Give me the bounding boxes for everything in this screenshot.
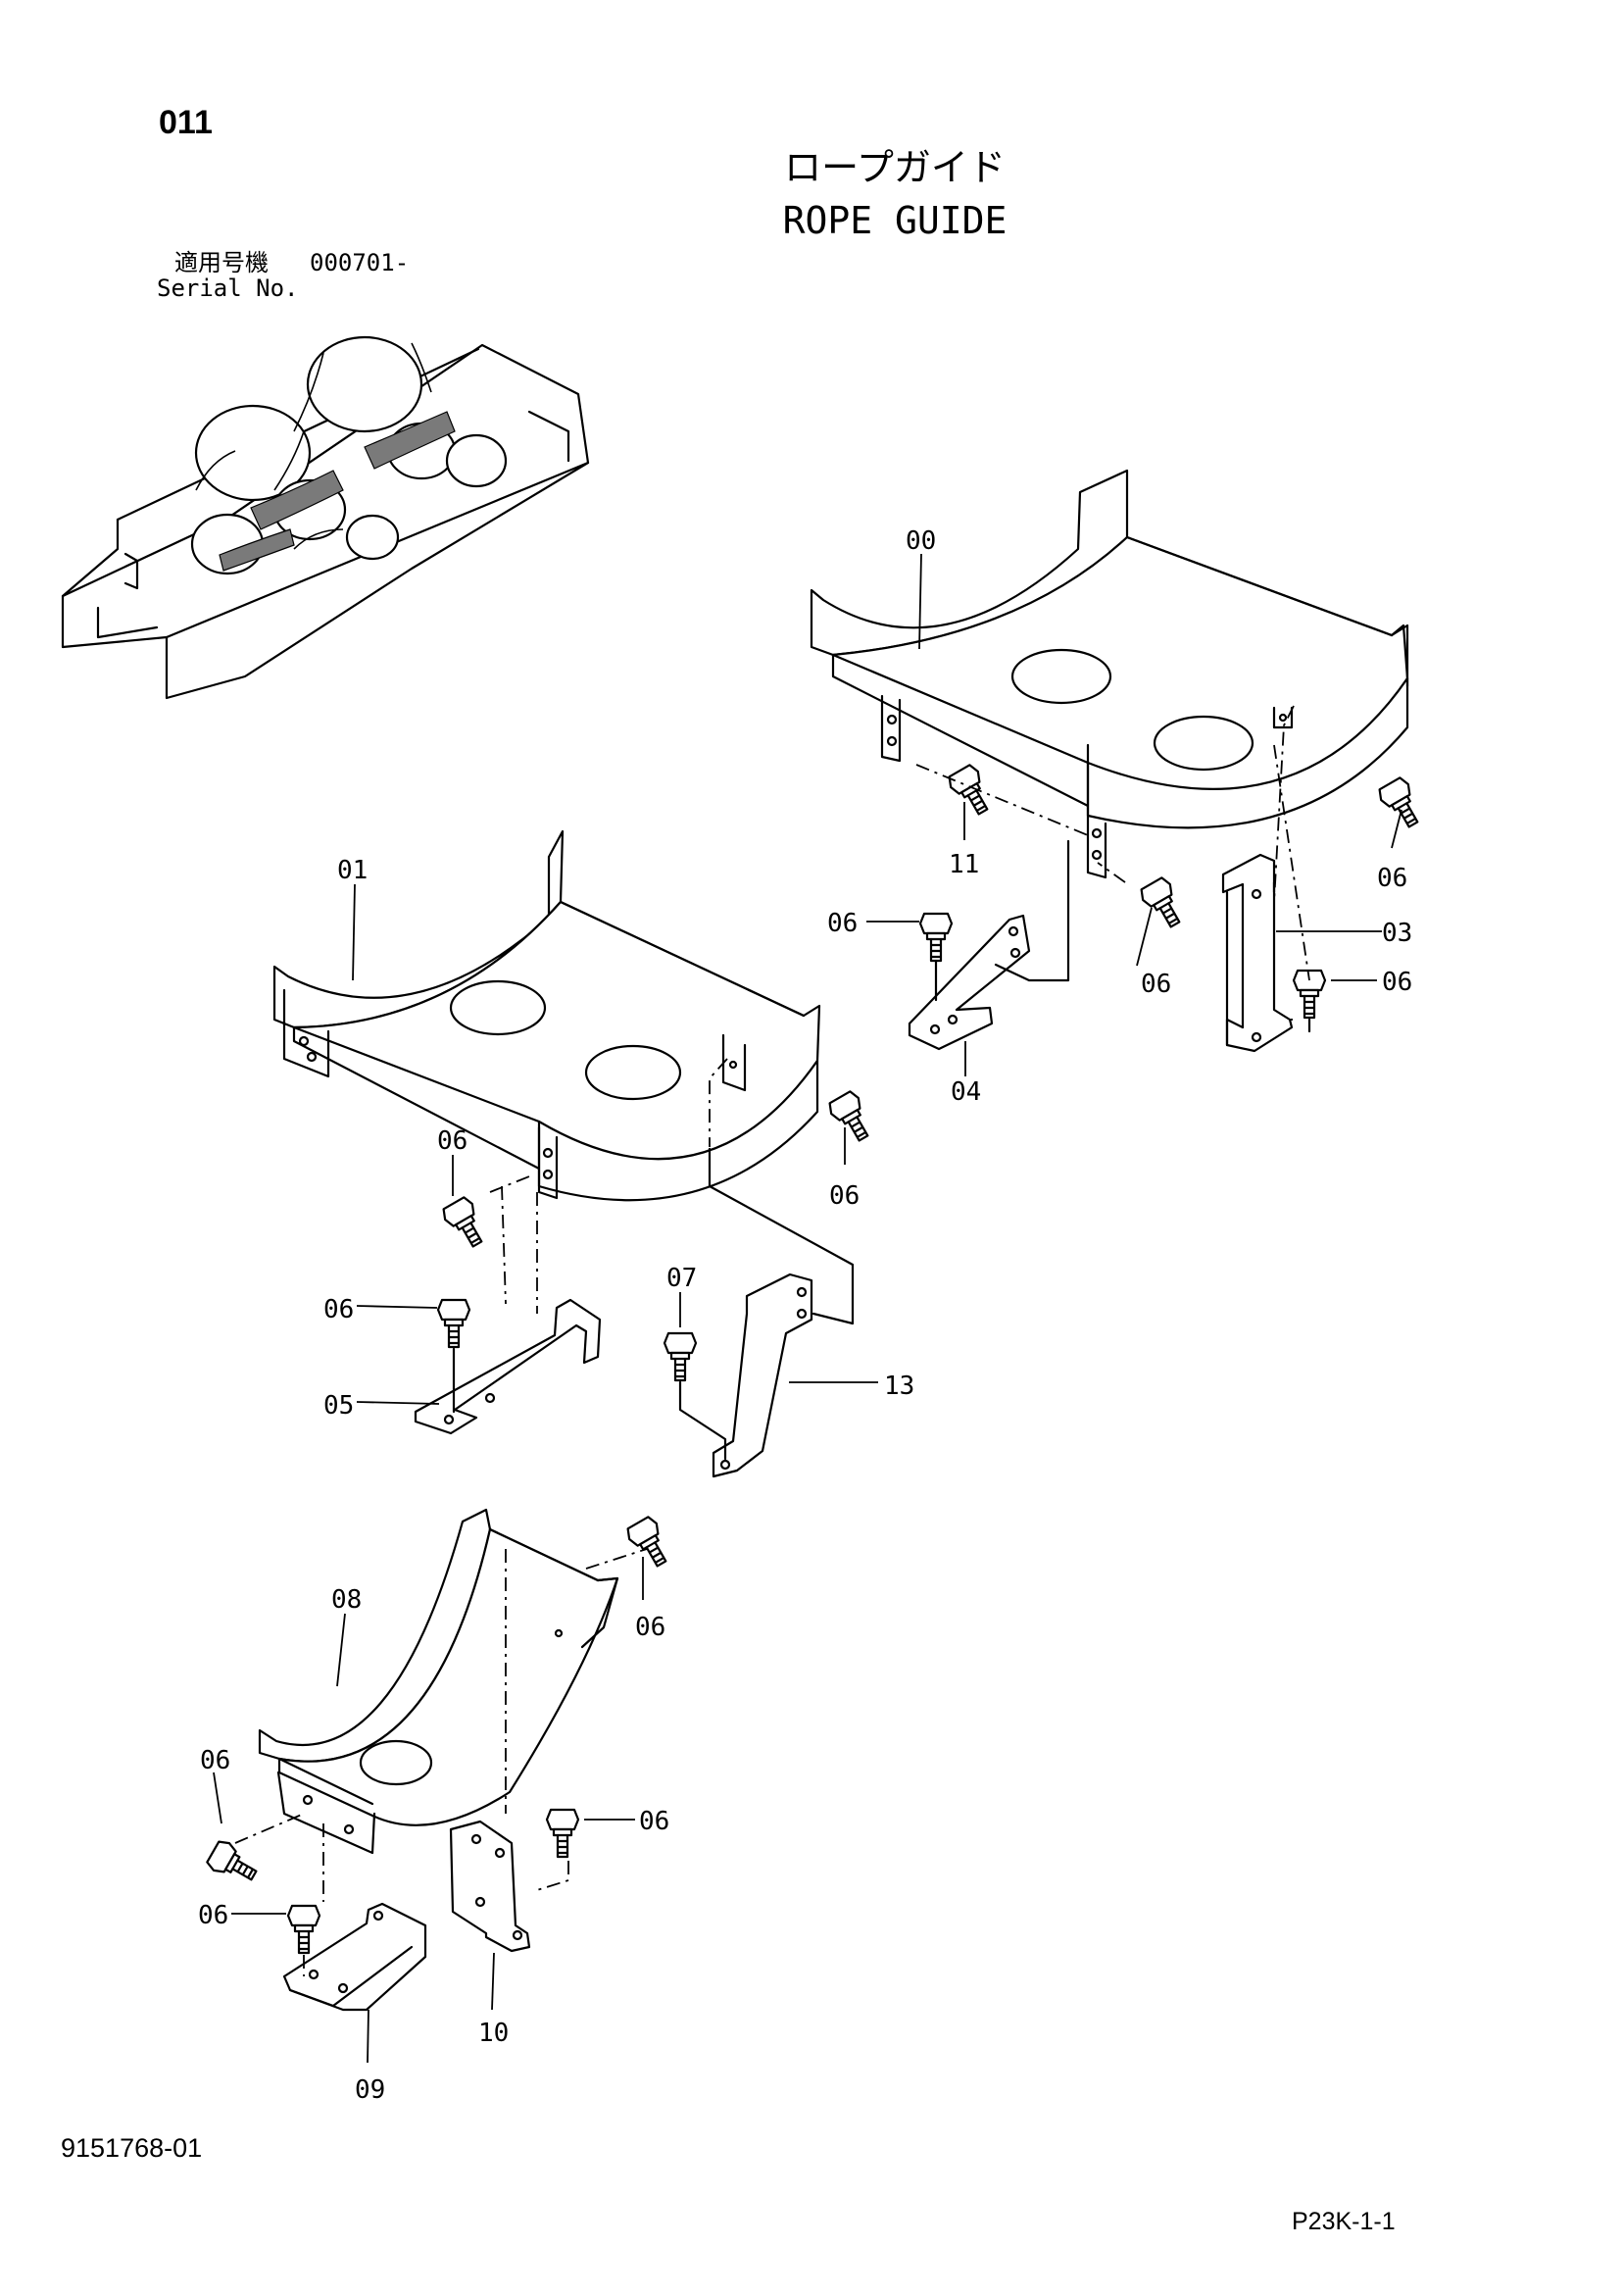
- callout-01: 01: [337, 856, 368, 885]
- bolt-06-c: [918, 912, 954, 963]
- assembly-lines: [234, 705, 1310, 1976]
- part-03-bracket: [1221, 853, 1294, 1053]
- callout-00: 00: [906, 526, 936, 556]
- overview-thumbnail: [61, 335, 590, 700]
- part-10-bracket: [449, 1820, 531, 1953]
- callout-05: 05: [323, 1391, 354, 1421]
- callout-10: 10: [478, 2019, 509, 2048]
- callout-06-e: 06: [437, 1126, 467, 1156]
- callout-06-a: 06: [1377, 864, 1407, 893]
- bolts: [206, 764, 1419, 1955]
- bolt-06-i: [206, 1840, 258, 1881]
- page-number: 011: [159, 104, 213, 141]
- bolt-06-j: [545, 1808, 580, 1859]
- bolt-06-g: [436, 1298, 471, 1349]
- bolt-06-k: [286, 1904, 321, 1955]
- callout-06-d: 06: [1382, 968, 1412, 997]
- part-05-bracket: [414, 1298, 602, 1435]
- callout-13: 13: [884, 1372, 914, 1401]
- callout-06-b: 06: [827, 909, 858, 938]
- serial-label-japanese: 適用号機: [174, 249, 269, 276]
- callout-07: 07: [666, 1264, 697, 1293]
- part-01-rope-guide-middle: [272, 829, 821, 1202]
- part-13-bracket: [712, 1273, 813, 1478]
- callout-06-c: 06: [1141, 970, 1171, 999]
- callout-06-j: 06: [639, 1807, 669, 1836]
- callout-06-i: 06: [200, 1746, 230, 1775]
- part-08-rope-guide-lower: [258, 1508, 619, 1855]
- callout-09: 09: [355, 2075, 385, 2105]
- bolt-07: [663, 1331, 698, 1382]
- connection-lines: [452, 839, 1311, 1461]
- part-09-bracket: [282, 1902, 427, 2012]
- bolt-06-e: [828, 1090, 869, 1142]
- document-number: 9151768-01: [61, 2133, 203, 2163]
- bolt-06-h: [626, 1516, 667, 1568]
- callout-11: 11: [949, 850, 979, 879]
- callout-04: 04: [951, 1077, 981, 1107]
- callouts: 00 01 11 06 06 03 06 06 04 06 06 07 06 1…: [198, 526, 1412, 2105]
- bolt-11: [948, 764, 989, 816]
- leader-lines: [213, 553, 1402, 2064]
- title-japanese: ロープガイド: [784, 146, 1006, 189]
- callout-06-h: 06: [635, 1613, 665, 1642]
- title-english: ROPE GUIDE: [782, 199, 1008, 242]
- callout-08: 08: [331, 1585, 362, 1615]
- bolt-06-a: [1378, 776, 1419, 828]
- bolt-06-b: [1140, 876, 1181, 928]
- callout-03: 03: [1382, 919, 1412, 948]
- callout-06-g: 06: [323, 1295, 354, 1324]
- serial-range: 000701-: [310, 249, 410, 276]
- callout-06-f: 06: [829, 1181, 860, 1211]
- serial-label-english: Serial No.: [157, 275, 299, 302]
- page-code: P23K-1-1: [1292, 2208, 1396, 2235]
- bolt-06-f: [442, 1196, 483, 1248]
- part-04-bracket: [908, 914, 1031, 1051]
- part-00-rope-guide-upper: [810, 469, 1409, 879]
- callout-06-k: 06: [198, 1901, 228, 1930]
